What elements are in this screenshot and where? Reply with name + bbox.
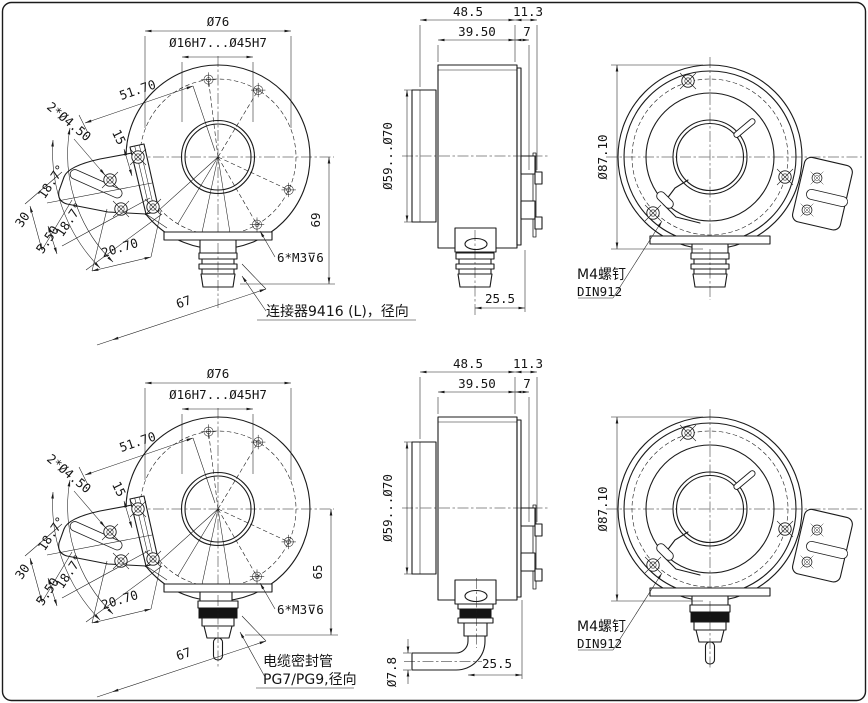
dim-2xd4-50-bottom: 2*Ø4.50 [44, 451, 94, 496]
dim-shaft-range-bottom: Ø59...Ø70 [380, 474, 395, 542]
note-gland-line2: PG7/PG9,径向 [263, 672, 357, 688]
front-view-cable: Ø76 Ø16H7...Ø45H7 51.70 2*Ø4.50 15 18.7°… [12, 366, 357, 697]
dim-11-3-top: 11.3 [513, 4, 543, 19]
dim-height-65: 65 [310, 564, 325, 579]
side-view-cable: 48.5 11.3 39.50 7 Ø59...Ø70 25.5 Ø7.8 [380, 356, 551, 687]
rear-view-connector: Ø87.10 M4螺钉 DIN912 [577, 57, 862, 300]
dim-67-bottom: 67 [174, 644, 193, 663]
note-m4-line2-top: DIN912 [577, 284, 622, 299]
dim-rear-dia-bottom: Ø87.10 [595, 486, 610, 531]
dim-30-top: 30 [12, 209, 33, 230]
note-m4-line1-bottom: M4螺钉 [577, 619, 626, 635]
dim-25-5-top: 25.5 [485, 291, 515, 306]
dim-15-top: 15 [109, 127, 129, 147]
dim-25-5-bottom: 25.5 [482, 656, 512, 671]
dim-20-70-top: 20.70 [99, 235, 139, 260]
side-view-connector: 48.5 11.3 39.50 7 Ø59...Ø70 25.5 [380, 4, 551, 316]
dim-67-top: 67 [174, 292, 193, 311]
dim-outer-dia-bottom: Ø76 [207, 366, 230, 381]
dim-11-3-bottom: 11.3 [513, 356, 543, 371]
dim-cable-dia: Ø7.8 [384, 657, 399, 687]
dim-30-bottom: 30 [12, 561, 33, 582]
note-gland-line1: 电缆密封管 [263, 653, 333, 670]
note-thread-bottom: 6*M3⊽6 [277, 602, 324, 617]
dim-shaft-range-top: Ø59...Ø70 [380, 122, 395, 190]
dim-height-69: 69 [308, 212, 323, 227]
dim-39-50-top: 39.50 [458, 24, 496, 39]
note-m4-line2-bottom: DIN912 [577, 636, 622, 651]
note-connector: 连接器9416 (L)，径向 [266, 303, 409, 320]
dim-39-50-bottom: 39.50 [458, 376, 496, 391]
note-thread-top: 6*M3⊽6 [277, 250, 324, 265]
dim-7-top: 7 [523, 24, 531, 39]
dim-rear-dia-top: Ø87.10 [595, 134, 610, 179]
dim-48-5-top: 48.5 [453, 4, 483, 19]
dim-51-70-bottom: 51.70 [117, 429, 157, 455]
dim-bore-range-top: Ø16H7...Ø45H7 [169, 35, 267, 50]
front-view-connector: Ø76 Ø16H7...Ø45H7 51.70 2*Ø4.50 15 18.7°… [12, 14, 416, 345]
dim-51-70-top: 51.70 [117, 77, 157, 103]
dim-20-70-bottom: 20.70 [99, 587, 139, 612]
note-m4-line1-top: M4螺钉 [577, 267, 626, 283]
dim-2xd4-50-top: 2*Ø4.50 [44, 99, 94, 144]
rear-view-cable: Ø87.10 M4螺钉 DIN912 [577, 409, 862, 670]
dim-48-5-bottom: 48.5 [453, 356, 483, 371]
dim-15-bottom: 15 [109, 479, 129, 499]
dim-7-bottom: 7 [523, 376, 531, 391]
dim-bore-range-bottom: Ø16H7...Ø45H7 [169, 387, 267, 402]
dim-outer-dia-top: Ø76 [207, 14, 230, 29]
